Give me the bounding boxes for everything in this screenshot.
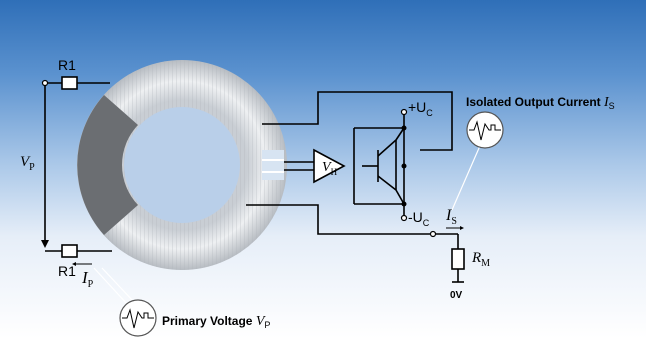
r1-top-label: R1 [58, 57, 76, 73]
rm-label: RM [471, 250, 490, 269]
output-title: Isolated Output Current IS [466, 95, 615, 111]
amplifier [313, 148, 346, 184]
minus-uc-label: -UC [408, 209, 430, 228]
primary-circuit [44, 76, 112, 258]
vp-label: VP [20, 154, 35, 173]
r1-bottom-label: R1 [58, 263, 76, 279]
zero-volt-label: 0V [450, 290, 463, 301]
ip-label: IP [81, 268, 94, 290]
vh-label: VH [322, 160, 338, 177]
vp-arrow [41, 240, 49, 248]
waveform-icon-output [466, 111, 504, 149]
primary-title: Primary Voltage VP [162, 314, 270, 330]
plus-uc-label: +UC [408, 99, 433, 118]
waveform-icon-primary [119, 299, 157, 337]
toroid-core [77, 60, 287, 270]
primary-winding [77, 95, 138, 235]
secondary-circuit [246, 91, 465, 283]
is-label: IS [445, 207, 457, 227]
